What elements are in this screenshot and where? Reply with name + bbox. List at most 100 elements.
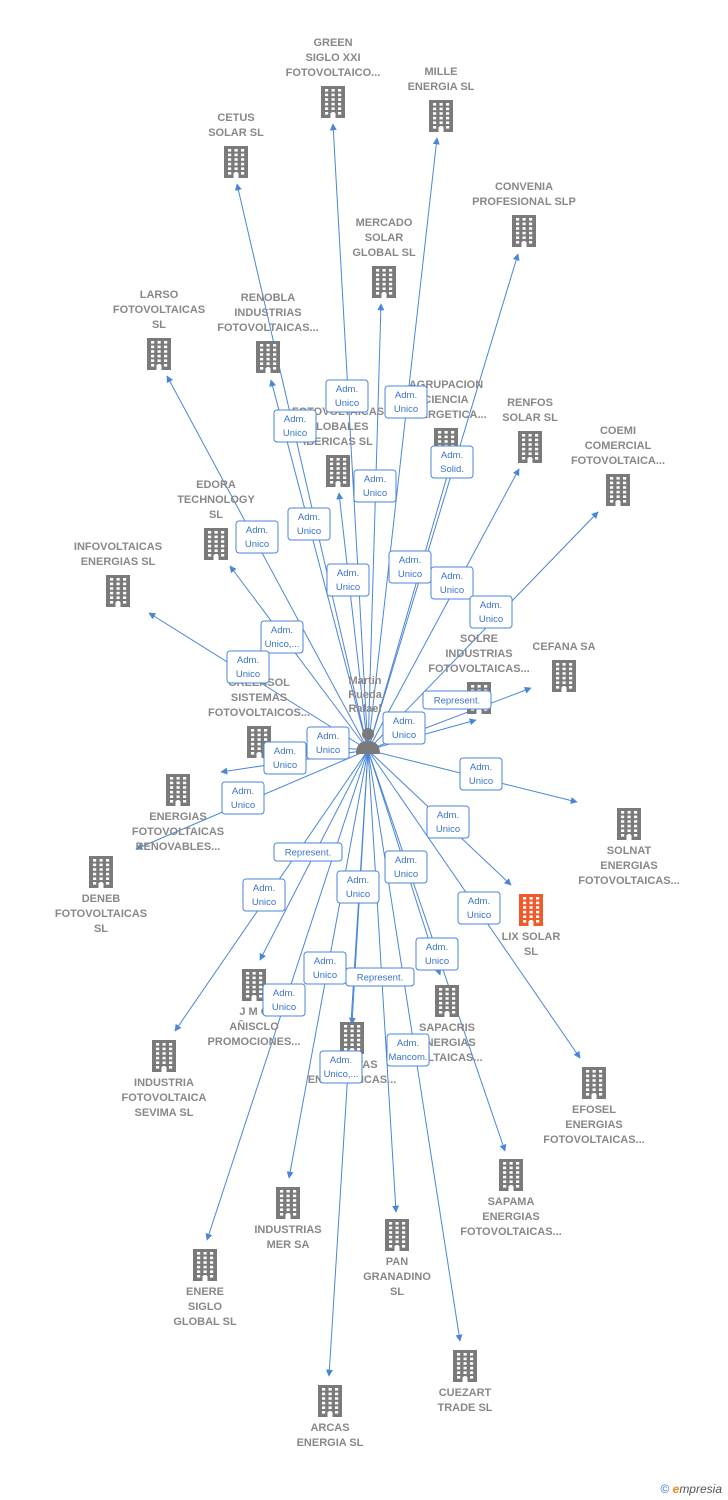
- relation-label-line: Adm.: [330, 1055, 352, 1066]
- relation-badge-convenia[interactable]: Adm.Solid.: [430, 445, 474, 479]
- company-label-line: MERCADO: [356, 217, 413, 229]
- relation-badge-sistemas[interactable]: Adm.Unico: [306, 726, 350, 760]
- relation-badge-industriasmer[interactable]: Adm.Unico: [303, 951, 347, 985]
- relation-label-line: Mancom.: [388, 1052, 427, 1063]
- company-label-line: MER SA: [267, 1239, 310, 1251]
- relation-badge-lix[interactable]: Adm.Unico: [457, 891, 501, 925]
- brand-logo[interactable]: empresia: [673, 1482, 722, 1496]
- center-person[interactable]: Martin Rueda Rafael: [348, 675, 383, 754]
- company-label-line: J M C: [239, 1006, 268, 1018]
- relation-badge-renfos[interactable]: Adm.Unico: [430, 566, 474, 600]
- company-node-cefana[interactable]: CEFANA SA: [532, 641, 596, 692]
- relation-badge-green[interactable]: Adm.Unico: [325, 379, 369, 413]
- relation-badge-mille[interactable]: Adm.Unico: [384, 385, 428, 419]
- relation-badge-industriasevima[interactable]: Adm.Unico: [242, 878, 286, 912]
- company-label-line: ARCAS: [310, 1422, 349, 1434]
- relation-label-line: Adm.: [284, 414, 306, 425]
- company-node-industriasmer[interactable]: INDUSTRIAS MER SA: [254, 1187, 322, 1251]
- company-node-jmc[interactable]: J M CAÑISCLOPROMOCIONES...: [208, 969, 301, 1048]
- company-node-renobla[interactable]: RENOBLAINDUSTRIASFOTOVOLTAICAS...: [217, 292, 319, 373]
- company-label-line: FOTOVOLTAICA...: [571, 455, 665, 467]
- relation-badge-coemi[interactable]: Adm.Unico: [469, 595, 513, 629]
- relation-badge-edora[interactable]: Adm.Unico,...: [260, 620, 304, 654]
- company-label-line: DENEB: [82, 893, 121, 905]
- relation-badge-plantas[interactable]: Adm.Unico: [336, 870, 380, 904]
- company-node-solnat[interactable]: SOLNATENERGIASFOTOVOLTAICAS...: [578, 808, 680, 887]
- company-label-line: INDUSTRIAS: [254, 1224, 321, 1236]
- relation-badge-renobla[interactable]: Adm.Unico: [287, 507, 331, 541]
- company-node-efosel[interactable]: EFOSELENERGIASFOTOVOLTAICAS...: [543, 1067, 645, 1146]
- relation-label-line: Unico,...: [265, 639, 300, 650]
- company-label-line: AÑISCLO: [229, 1020, 279, 1033]
- relation-badge-solnat[interactable]: Adm.Unico: [459, 757, 503, 791]
- relation-badge-fotoglobales[interactable]: Adm.Unico: [326, 563, 370, 597]
- edge-edora: [229, 565, 369, 751]
- relation-badge-deneb[interactable]: Adm.Unico: [221, 781, 265, 815]
- company-label-line: CEFANA SA: [532, 641, 595, 653]
- relation-badge-infovoltaicas[interactable]: Adm.Unico: [226, 650, 270, 684]
- relation-label-line: Represent.: [357, 973, 403, 984]
- relation-label-line: Adm.: [246, 525, 268, 536]
- relation-label-line: Adm.: [437, 810, 459, 821]
- company-label-line: EDORA: [196, 479, 236, 491]
- company-label-line: FOTOVOLTAICO...: [286, 67, 381, 79]
- relation-label-line: Adm.: [395, 390, 417, 401]
- relation-badge-cefana[interactable]: Represent.: [422, 690, 492, 710]
- relation-label-line: Unico: [236, 669, 260, 680]
- relation-badge-pan[interactable]: Represent.: [345, 967, 415, 987]
- relation-badge-enere[interactable]: Adm.Unico: [262, 983, 306, 1017]
- company-label-line: FOTOVOLTAICAS: [132, 826, 224, 838]
- relation-badge-efosel[interactable]: Adm.Unico: [384, 850, 428, 884]
- edge-fotoglobales: [336, 492, 369, 751]
- building-icon: [321, 86, 345, 118]
- company-node-coemi[interactable]: COEMICOMERCIALFOTOVOLTAICA...: [571, 425, 665, 506]
- relation-badge-cuezart[interactable]: Adm.Mancom.: [386, 1033, 430, 1067]
- relation-badge-mercado[interactable]: Adm.Unico: [353, 469, 397, 503]
- relation-badge-agrupacion[interactable]: Adm.Unico: [388, 550, 432, 584]
- company-label-line: CIENCIA: [423, 394, 468, 406]
- company-node-sapama[interactable]: SAPAMAENERGIASFOTOVOLTAICAS...: [460, 1159, 562, 1238]
- relation-label-line: Adm.: [468, 896, 490, 907]
- relation-badge-jmc[interactable]: Represent.: [273, 842, 343, 862]
- relation-badge-sapama[interactable]: Adm.Unico: [415, 937, 459, 971]
- edge-convenia: [367, 253, 520, 751]
- relation-label-line: Adm.: [337, 568, 359, 579]
- relation-badge-solre[interactable]: Adm.Unico: [382, 711, 426, 745]
- company-label-line: ENERGIAS: [482, 1211, 539, 1223]
- relation-label-line: Adm.: [347, 875, 369, 886]
- company-label-line: ENERGIA SL: [408, 81, 475, 93]
- relation-badge-arcas[interactable]: Adm.Unico,...: [319, 1050, 363, 1084]
- relation-badge-larso[interactable]: Adm. Unico: [235, 520, 279, 554]
- relation-label-line: Unico: [245, 539, 269, 550]
- relation-label-line: Unico: [392, 730, 416, 741]
- relation-badge-energiasrenov[interactable]: Adm.Unico: [263, 741, 307, 775]
- company-node-energiasrenov[interactable]: ENERGIASFOTOVOLTAICASRENOVABLES...: [132, 774, 224, 853]
- company-label-line: SOLAR: [365, 232, 404, 244]
- relation-badge-cetus[interactable]: Adm.Unico: [273, 409, 317, 443]
- building-icon: [606, 474, 630, 506]
- relation-badge-sapacris[interactable]: Adm.Unico: [426, 805, 470, 839]
- building-icon: [429, 100, 453, 132]
- relation-label-line: Adm.: [395, 855, 417, 866]
- company-label-line: GRANADINO: [363, 1271, 431, 1283]
- building-icon: [204, 528, 228, 560]
- company-node-fotoglobales[interactable]: FOTOVOLTAICASGLOBALESIBERICAS SL: [292, 406, 384, 487]
- building-icon: [518, 431, 542, 463]
